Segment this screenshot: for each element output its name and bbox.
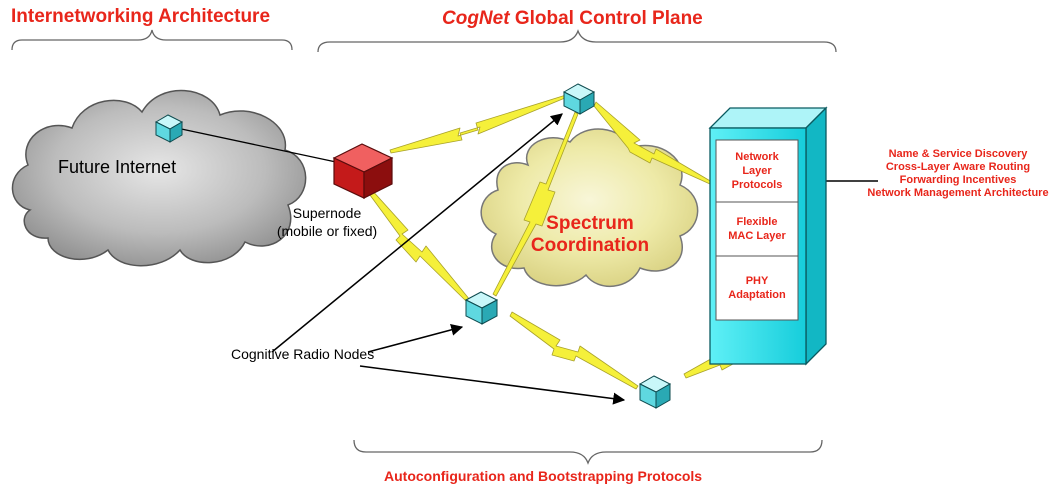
future-internet-label: Future Internet <box>58 157 177 177</box>
spectrum-coordination-label: Spectrum Coordination <box>520 213 660 257</box>
internet-link <box>171 126 337 163</box>
stack-network-line3: Protocols <box>731 179 783 191</box>
spectrum-line2: Coordination <box>530 235 650 256</box>
stack-phy-layer: PHY Adaptation <box>716 274 798 302</box>
service-item: Name & Service Discovery <box>888 148 1028 160</box>
internet-node-cube <box>154 114 184 143</box>
stack-mac-layer: Flexible MAC Layer <box>716 215 798 243</box>
service-item: Network Management Architecture <box>867 187 1049 199</box>
control-plane-rest: Global Control Plane <box>509 8 703 29</box>
stack-network-line1: Network <box>735 151 779 163</box>
radio-node-top-cube <box>562 83 596 115</box>
spectrum-line1: Spectrum <box>546 213 634 234</box>
stack-phy-line2: Adaptation <box>728 289 786 301</box>
supernode-label-line1: Supernode <box>292 205 362 221</box>
stack-network-layer: Network Layer Protocols <box>716 150 798 192</box>
stack-phy-line1: PHY <box>745 275 769 287</box>
services-list: Name & Service Discovery Cross-Layer Awa… <box>858 148 1058 200</box>
autoconfig-brace <box>353 439 823 465</box>
service-item: Forwarding Incentives <box>899 174 1017 186</box>
service-item: Cross-Layer Aware Routing <box>885 161 1031 173</box>
cognet-italic: CogNet <box>442 8 510 29</box>
supernode-label-line2: (mobile or fixed) <box>276 223 378 239</box>
wireless-links <box>366 94 782 390</box>
future-internet-cloud <box>11 89 307 267</box>
supernode-cube <box>332 143 394 199</box>
radio-node-bottom-cube <box>638 375 672 409</box>
internetworking-title: Internetworking Architecture <box>11 6 271 27</box>
cognitive-arrows <box>271 113 626 405</box>
cognitive-radio-nodes-label: Cognitive Radio Nodes <box>231 346 375 362</box>
internetworking-brace <box>11 29 293 51</box>
control-plane-title: CogNet Global Control Plane <box>442 8 703 30</box>
autoconfig-title: Autoconfiguration and Bootstrapping Prot… <box>384 468 703 484</box>
stack-network-line2: Layer <box>742 165 772 177</box>
protocol-stack-tower <box>708 106 828 366</box>
stack-mac-line2: MAC Layer <box>728 230 786 242</box>
stack-mac-line1: Flexible <box>736 216 778 228</box>
control-plane-brace <box>317 29 837 53</box>
supernode-label: Supernode (mobile or fixed) <box>262 204 392 240</box>
radio-node-middle-cube <box>464 291 499 325</box>
